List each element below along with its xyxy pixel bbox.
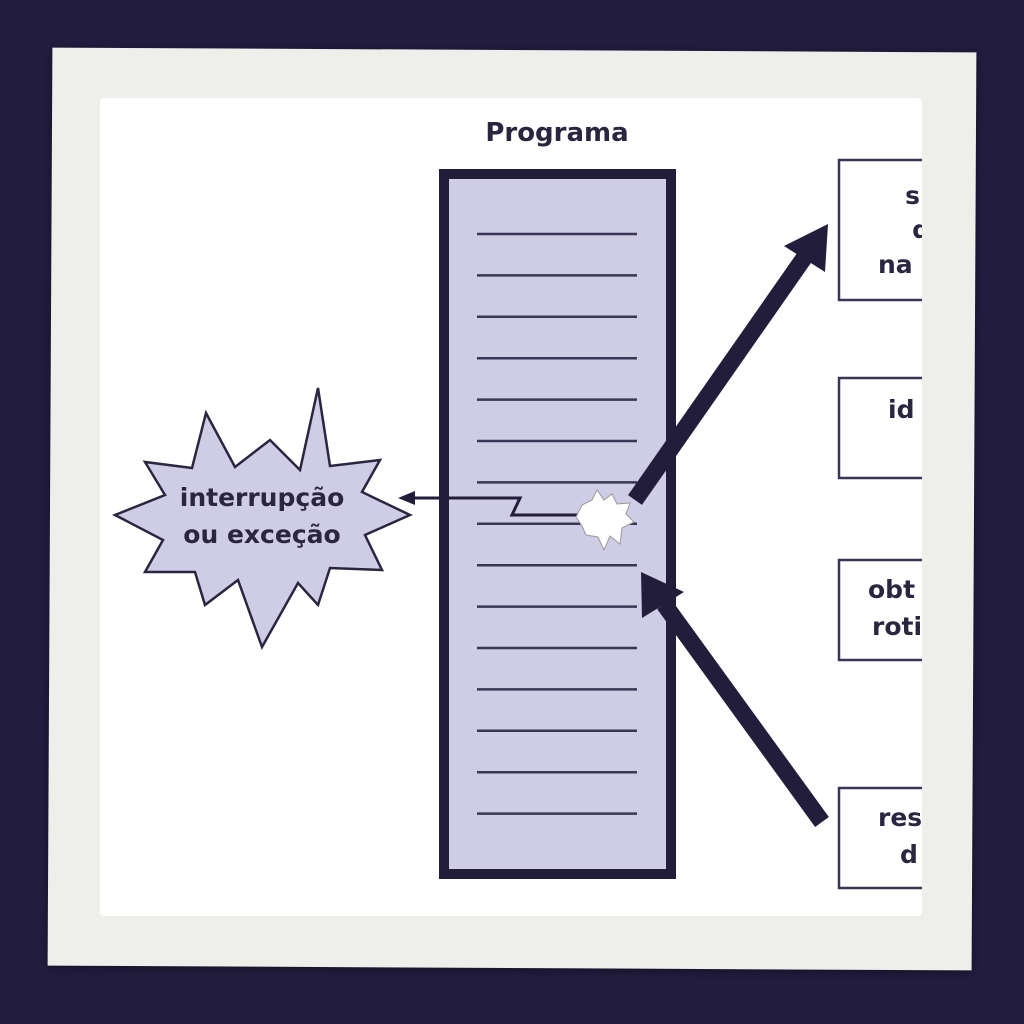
signal-arrowhead-icon	[398, 491, 415, 505]
step-box-4: res d	[837, 786, 922, 890]
interrupt-spark-icon	[575, 489, 635, 552]
box4-line2: d	[900, 840, 918, 869]
burst-label-line2: ou exceção	[183, 520, 340, 549]
box1-line2: d	[912, 215, 922, 244]
box3-line2: roti	[872, 612, 922, 641]
interrupt-starburst	[112, 387, 413, 650]
exit-arrowhead-icon	[784, 224, 828, 272]
box4-line1: res	[878, 803, 922, 832]
diagram-canvas: Programa interrupção ou exceção s d na i…	[100, 98, 922, 916]
box2-line1: id	[888, 395, 914, 424]
burst-label-line1: interrupção	[180, 483, 345, 512]
return-arrowhead-icon	[641, 572, 684, 618]
exit-arrow-shaft	[628, 253, 811, 505]
return-arrow-shaft	[657, 599, 829, 827]
box1-line1: s	[905, 181, 920, 210]
step-box-2: id	[837, 376, 922, 480]
diagram: Programa interrupção ou exceção s d na i…	[112, 118, 922, 890]
instruction-lines	[477, 232, 637, 815]
step-box-3: obt roti	[837, 558, 922, 662]
box1-line3: na	[878, 250, 913, 279]
interrupt-signal-arrow	[412, 496, 582, 517]
step-box-1: s d na	[837, 158, 922, 302]
program-title: Programa	[485, 118, 628, 148]
box3-line1: obt	[868, 575, 915, 604]
